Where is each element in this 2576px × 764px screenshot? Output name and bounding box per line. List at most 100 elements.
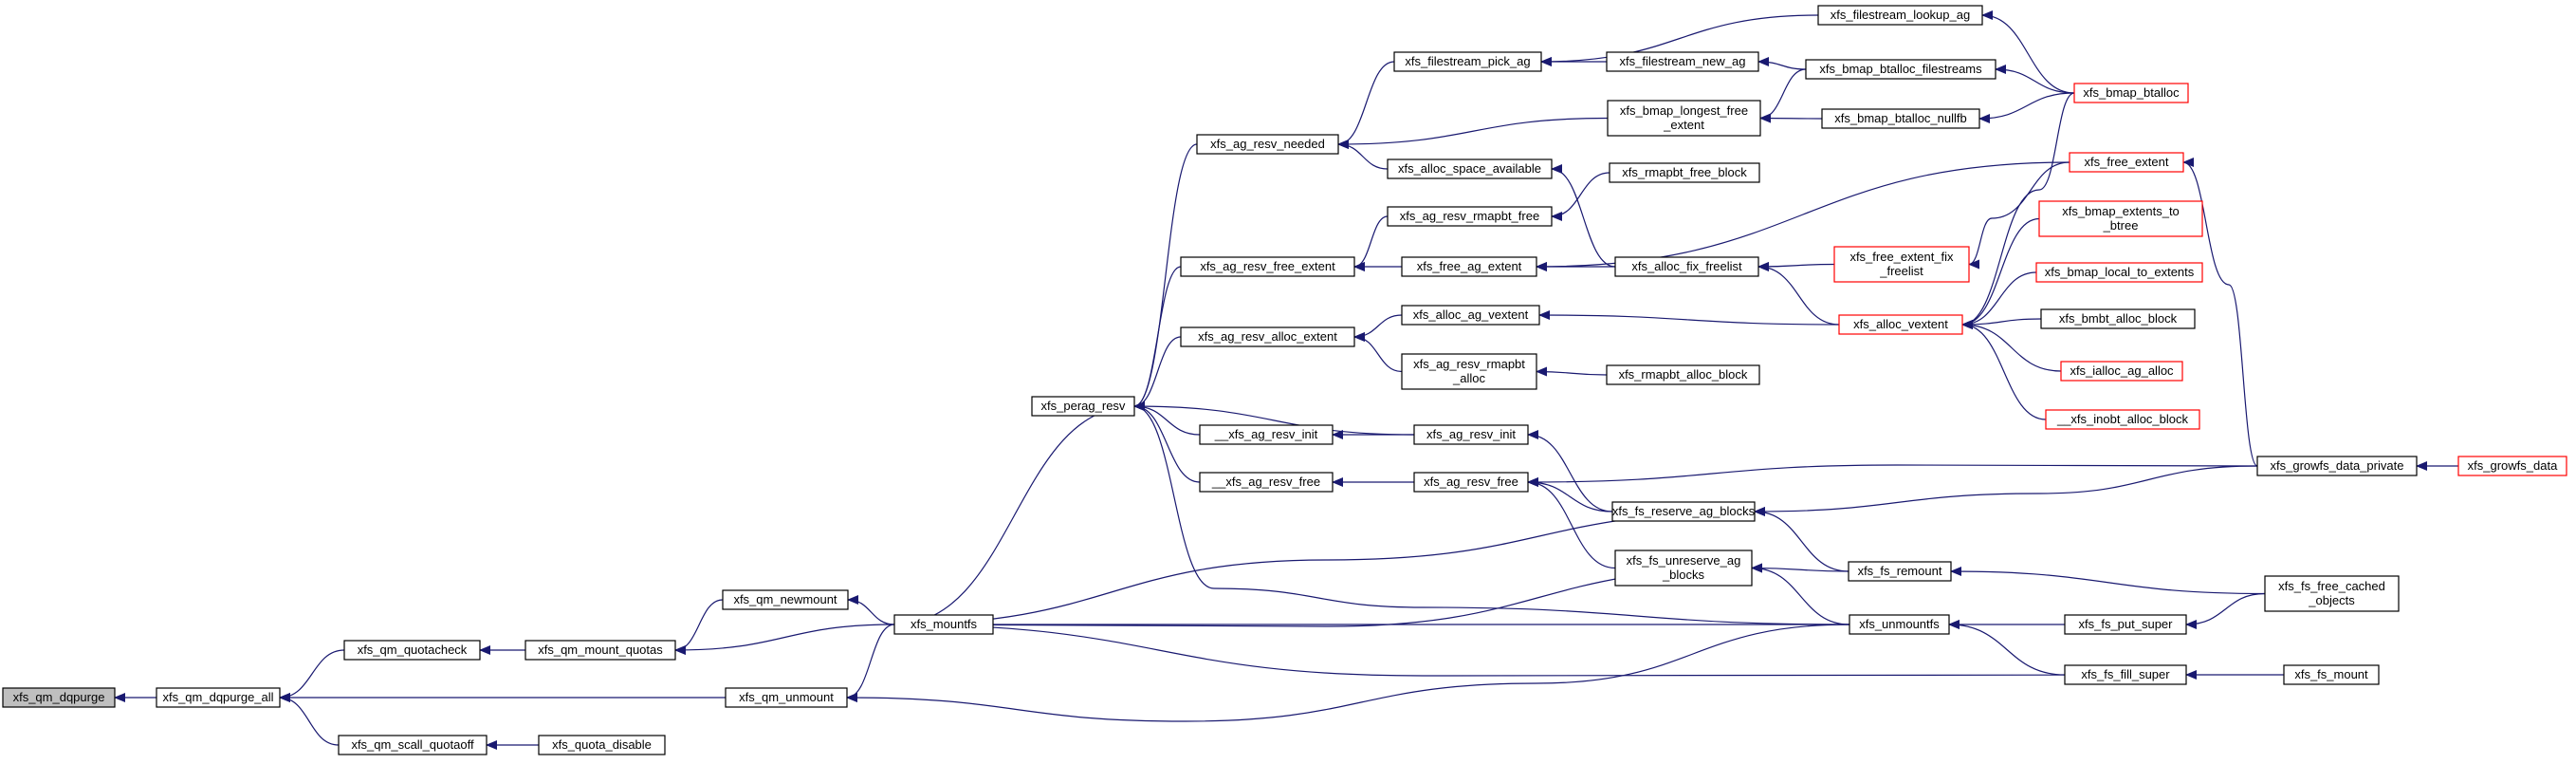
edge-xfs-ag-resv-rmapbt-free-to-xfs-ag-resv-free-extent [1353,215,1389,271]
node-box [1611,501,1756,522]
node-xfs-bmap-extents-to-btree[interactable]: xfs_bmap_extents_to_btree [2038,200,2203,237]
edge-xfs-mountfs-to-xfs-fs-fill-super [893,624,2187,680]
edge-xfs-bmbt-alloc-block-to-xfs-alloc-vextent [1961,318,2042,329]
node-label: xfs_quota_disable [552,737,652,752]
node-xfs-qm-mount-quotas[interactable]: xfs_qm_mount_quotas [524,640,676,661]
edge-xfs-bmap-btalloc-filestreams-to-xfs-bmap-longest-free-extent [1759,68,1807,123]
node-label: xfs_fs_remount [1858,564,1942,578]
node-xfs-bmap-longest-free-extent[interactable]: xfs_bmap_longest_free_extent [1607,100,1761,137]
node-xfs-ag-resv-alloc-extent[interactable]: xfs_ag_resv_alloc_extent [1180,326,1355,347]
node-layer: xfs_qm_dqpurge xfs_qm_dqpurge_all xfs_qm_q… [2,5,2567,755]
node-xfs-bmap-btalloc[interactable]: xfs_bmap_btalloc [2073,83,2189,103]
edge-layer [114,10,2459,750]
node-xfs-fs-mount[interactable]: xfs_fs_mount [2283,664,2380,685]
node-label: xfs_fs_reserve_ag_blocks [1612,504,1756,518]
edge-xfs-fs-remount-to-xfs-fs-reserve-ag-blocks [1754,507,1849,572]
edge-xfs-inobt-alloc-block-to-xfs-alloc-vextent [1961,320,2047,420]
node-xfs-ag-resv-free[interactable]: __xfs_ag_resv_free [1199,472,1334,493]
edge-xfs-alloc-vextent-to-xfs-alloc-ag-vextent [1538,310,1840,326]
node-box [1413,472,1529,493]
node-label: xfs_bmap_btalloc [2083,85,2180,100]
node-xfs-filestream-new-ag[interactable]: xfs_filestream_new_ag [1606,51,1759,72]
node-xfs-ag-resv-free[interactable]: xfs_ag_resv_free [1413,472,1529,493]
node-xfs-ag-resv-free-extent[interactable]: xfs_ag_resv_free_extent [1180,256,1355,277]
node-xfs-alloc-ag-vextent[interactable]: xfs_alloc_ag_vextent [1401,305,1540,326]
node-xfs-rmapbt-alloc-block[interactable]: xfs_rmapbt_alloc_block [1606,364,1760,385]
node-xfs-inobt-alloc-block[interactable]: __xfs_inobt_alloc_block [2045,409,2200,430]
node-label: xfs_free_extent [2085,155,2169,169]
node-label: xfs_alloc_ag_vextent [1413,307,1529,322]
edge-xfs-bmap-btalloc-to-xfs-bmap-btalloc-nullfb [1978,92,2075,123]
node-box [725,687,848,708]
node-xfs-qm-newmount[interactable]: xfs_qm_newmount [722,589,849,610]
node-xfs-bmap-btalloc-nullfb[interactable]: xfs_bmap_btalloc_nullfb [1821,108,1980,129]
node-box [1196,134,1339,155]
node-xfs-rmapbt-free-block[interactable]: xfs_rmapbt_free_block [1609,162,1760,183]
node-xfs-ag-resv-rmapbt-free[interactable]: xfs_ag_resv_rmapbt_free [1387,206,1553,227]
node-xfs-fs-free-cached-objects[interactable]: xfs_fs_free_cached_objects [2264,575,2400,612]
node-box [1180,256,1355,277]
node-label: _btree [2103,218,2139,233]
node-xfs-filestream-lookup-ag[interactable]: xfs_filestream_lookup_ag [1817,5,1983,26]
node-label: xfs_alloc_vextent [1853,317,1948,331]
node-xfs-ag-resv-needed[interactable]: xfs_ag_resv_needed [1196,134,1339,155]
edge-xfs-bmap-extents-to-btree-to-xfs-alloc-vextent [1961,217,2040,329]
node-xfs-bmbt-alloc-block[interactable]: xfs_bmbt_alloc_block [2040,308,2196,329]
node-xfs-unmountfs[interactable]: xfs_unmountfs [1849,614,1950,635]
edge-xfs-fs-reserve-ag-blocks-to-xfs-ag-resv-init [1527,430,1613,512]
edge-xfs-fs-free-cached-objects-to-xfs-fs-put-super [2185,592,2266,629]
node-box [2264,575,2400,612]
node-box [1401,256,1537,277]
node-xfs-quota-disable[interactable]: xfs_quota_disable [538,735,666,755]
node-label: _objects [2308,593,2355,607]
node-label: xfs_ag_resv_alloc_extent [1198,329,1337,344]
edge-xfs-unmountfs-to-xfs-fs-unreserve-ag-blocks [1751,563,1850,625]
node-label: xfs_rmapbt_free_block [1622,165,1747,179]
node-label: xfs_growfs_data_private [2271,458,2404,473]
node-label: xfs_filestream_pick_ag [1405,54,1530,68]
node-box [1401,353,1537,390]
node-box [722,589,849,610]
node-xfs-perag-resv[interactable]: xfs_perag_resv [1031,396,1135,417]
node-xfs-fs-unreserve-ag-blocks[interactable]: xfs_fs_unreserve_ag_blocks [1614,550,1753,587]
node-xfs-qm-dqpurge[interactable]: xfs_qm_dqpurge [2,687,116,708]
edge-xfs-growfs-data-private-to-xfs-fs-reserve-ag-blocks [1754,465,2258,516]
node-label: xfs_qm_quotacheck [358,643,468,657]
node-xfs-free-extent[interactable]: xfs_free_extent [2069,152,2184,173]
node-xfs-alloc-space-available[interactable]: xfs_alloc_space_available [1387,158,1553,179]
node-xfs-fs-fill-super[interactable]: xfs_fs_fill_super [2064,664,2187,685]
node-xfs-bmap-local-to-extents[interactable]: xfs_bmap_local_to_extents [2035,262,2203,283]
node-label: xfs_fs_mount [2294,667,2368,681]
node-xfs-fs-reserve-ag-blocks[interactable]: xfs_fs_reserve_ag_blocks [1611,501,1756,522]
edge-xfs-growfs-data-private-to-xfs-ag-resv-free [1527,464,2258,487]
edge-xfs-unmountfs-to-xfs-perag-resv [1133,401,1850,625]
node-xfs-alloc-fix-freelist[interactable]: xfs_alloc_fix_freelist [1614,256,1759,277]
node-xfs-ag-resv-init[interactable]: __xfs_ag_resv_init [1199,424,1334,445]
node-xfs-qm-dqpurge-all[interactable]: xfs_qm_dqpurge_all [156,687,281,708]
node-label: xfs_filestream_new_ag [1620,54,1746,68]
edge-xfs-mountfs-to-xfs-qm-mount-quotas [674,624,895,655]
node-xfs-filestream-pick-ag[interactable]: xfs_filestream_pick_ag [1393,51,1542,72]
node-box [2060,361,2183,382]
node-xfs-ag-resv-init[interactable]: xfs_ag_resv_init [1413,424,1529,445]
node-xfs-free-ag-extent[interactable]: xfs_free_ag_extent [1401,256,1537,277]
node-xfs-mountfs[interactable]: xfs_mountfs [893,614,994,635]
edge-xfs-free-extent-to-xfs-free-extent-fix-freelist [1968,161,2070,270]
node-box [893,614,994,635]
node-xfs-ialloc-ag-alloc[interactable]: xfs_ialloc_ag_alloc [2060,361,2183,382]
node-label: _freelist [1879,264,1923,278]
edge-xfs-fs-remount-to-xfs-fs-unreserve-ag-blocks [1751,563,1849,573]
node-xfs-alloc-vextent[interactable]: xfs_alloc_vextent [1838,314,1963,335]
node-xfs-growfs-data[interactable]: xfs_growfs_data [2457,456,2567,476]
node-xfs-qm-scall-quotaoff[interactable]: xfs_qm_scall_quotaoff [338,735,488,755]
node-xfs-free-extent-fix-freelist[interactable]: xfs_free_extent_fix_freelist [1833,246,1970,283]
node-xfs-qm-unmount[interactable]: xfs_qm_unmount [725,687,848,708]
node-xfs-bmap-btalloc-filestreams[interactable]: xfs_bmap_btalloc_filestreams [1805,59,1996,80]
node-xfs-fs-put-super[interactable]: xfs_fs_put_super [2064,614,2187,635]
node-xfs-growfs-data-private[interactable]: xfs_growfs_data_private [2256,456,2418,476]
node-xfs-qm-quotacheck[interactable]: xfs_qm_quotacheck [343,640,481,661]
edge-xfs-rmapbt-alloc-block-to-xfs-ag-resv-rmapbt-alloc [1536,366,1608,377]
node-xfs-fs-remount[interactable]: xfs_fs_remount [1848,561,1952,582]
edge-xfs-bmap-local-to-extents-to-xfs-alloc-vextent [1961,271,2037,329]
node-xfs-ag-resv-rmapbt-alloc[interactable]: xfs_ag_resv_rmapbt_alloc [1401,353,1537,390]
